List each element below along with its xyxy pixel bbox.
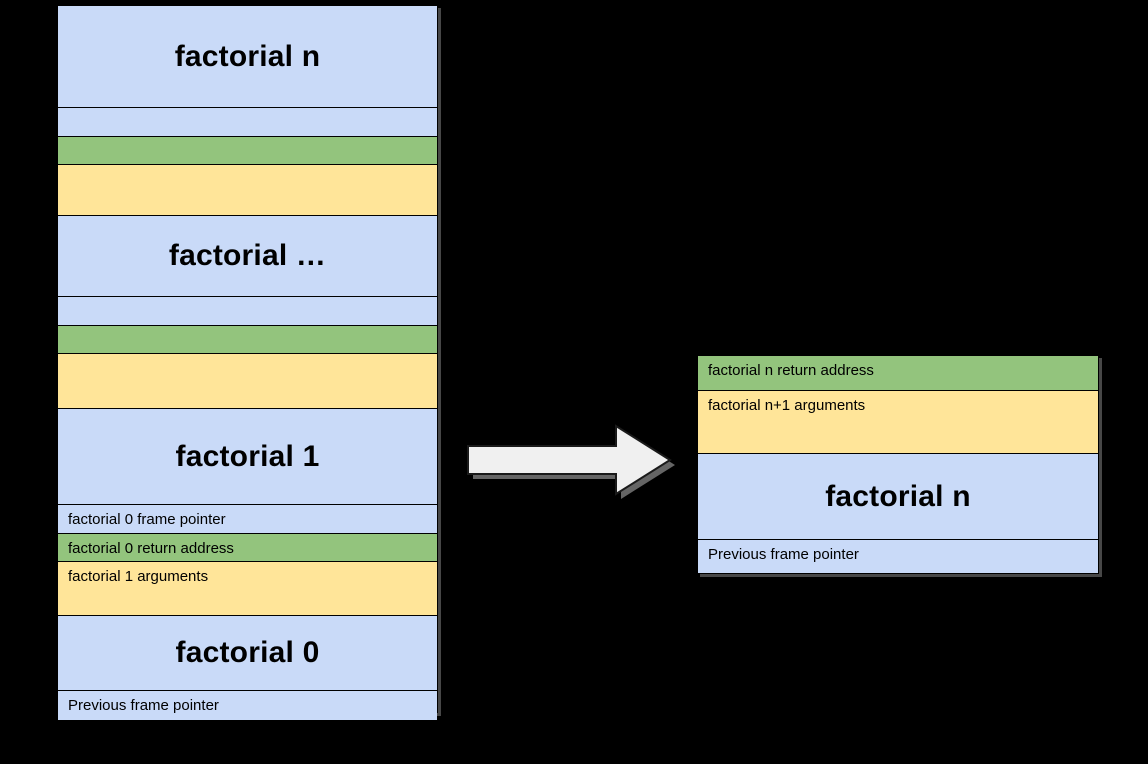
- frame-detail-row-2: factorial n: [698, 454, 1098, 540]
- expansion-arrow: [460, 420, 675, 500]
- call-stack-row-13: Previous frame pointer: [58, 691, 437, 720]
- call-stack-row-4: factorial …: [58, 216, 437, 297]
- call-stack-row-10: factorial 0 return address: [58, 534, 437, 562]
- call-stack-row-9-label: factorial 0 frame pointer: [68, 511, 226, 528]
- call-stack-row-1: [58, 108, 437, 137]
- call-stack-row-10-label: factorial 0 return address: [68, 540, 234, 557]
- call-stack-row-11-label: factorial 1 arguments: [68, 568, 209, 585]
- frame-detail-row-2-label: factorial n: [825, 479, 971, 513]
- call-stack-row-8: factorial 1: [58, 409, 437, 505]
- frame-detail-row-1: factorial n+1 arguments: [698, 391, 1098, 454]
- expansion-arrow-svg: [467, 424, 675, 499]
- call-stack-row-3: [58, 165, 437, 216]
- frame-detail-row-1-label: factorial n+1 arguments: [708, 397, 866, 414]
- expansion-arrow-body: [467, 424, 672, 496]
- call-stack-row-5: [58, 297, 437, 326]
- call-stack-row-12-label: factorial 0: [175, 636, 320, 669]
- call-stack-row-11: factorial 1 arguments: [58, 562, 437, 616]
- call-stack-row-2: [58, 137, 437, 165]
- call-stack-row-9: factorial 0 frame pointer: [58, 505, 437, 534]
- single-frame-detail: factorial n return address factorial n+1 …: [697, 355, 1099, 574]
- frame-detail-row-0: factorial n return address: [698, 356, 1098, 391]
- call-stack-row-0-label: factorial n: [174, 39, 321, 73]
- frame-detail-row-3-label: Previous frame pointer: [708, 546, 859, 563]
- call-stack-row-7: [58, 354, 437, 409]
- call-stack-row-12: factorial 0: [58, 616, 437, 691]
- call-stack-row-6: [58, 326, 437, 354]
- full-recursive-call-stack: factorial n factorial … factorial 1 factori…: [57, 5, 438, 720]
- frame-detail-row-0-label: factorial n return address: [708, 362, 874, 379]
- call-stack-row-4-label: factorial …: [168, 239, 327, 272]
- call-stack-row-0: factorial n: [58, 6, 437, 108]
- call-stack-row-13-label: Previous frame pointer: [68, 697, 219, 714]
- call-stack-row-8-label: factorial 1: [175, 439, 320, 473]
- frame-detail-row-3: Previous frame pointer: [698, 540, 1098, 573]
